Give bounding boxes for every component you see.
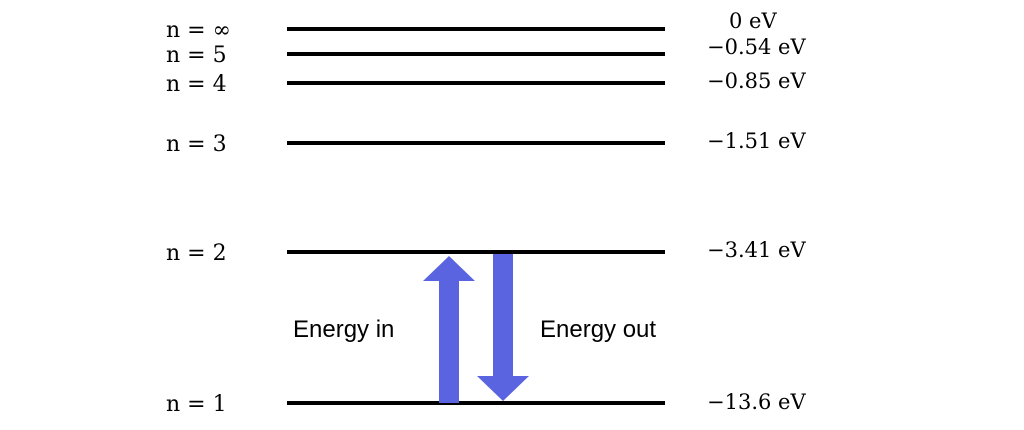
energy-label-n5: −0.54 eV (707, 35, 806, 59)
energy-label-n3: −1.51 eV (707, 129, 806, 153)
level-label-n4: n = 4 (166, 72, 227, 97)
energy-label-n4: −0.85 eV (707, 69, 806, 93)
level-label-n-inf: n = ∞ (166, 18, 231, 43)
energy-label-n2: −3.41 eV (707, 238, 806, 262)
level-label-n1: n = 1 (166, 392, 227, 417)
level-label-n3: n = 3 (166, 132, 227, 157)
level-label-n2: n = 2 (166, 241, 227, 266)
energy-in-label: Energy in (293, 316, 394, 343)
level-label-n5: n = 5 (166, 43, 227, 68)
energy-out-label: Energy out (540, 316, 656, 343)
energy-in-arrow-icon (423, 256, 475, 403)
energy-label-n1: −13.6 eV (707, 390, 806, 414)
energy-out-arrow-icon (477, 254, 529, 401)
energy-label-n-inf: 0 eV (729, 9, 777, 33)
